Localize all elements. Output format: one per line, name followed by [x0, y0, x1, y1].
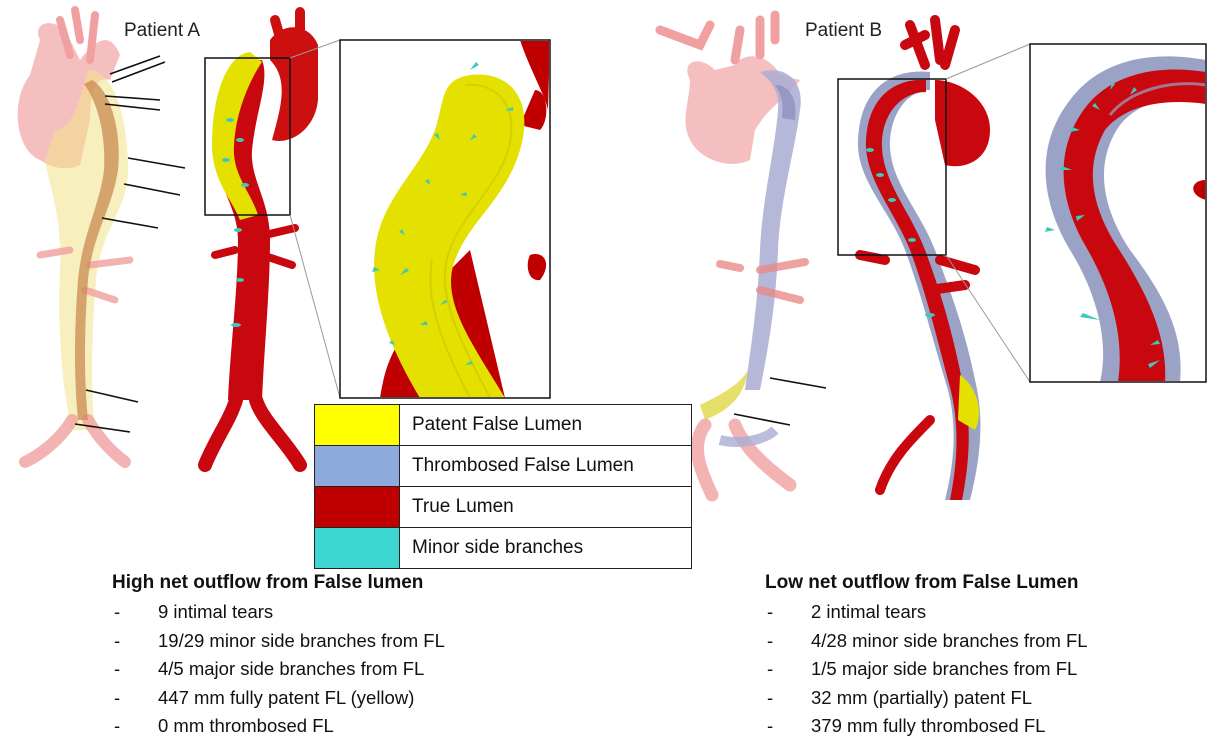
summary-item-text: 379 mm fully thrombosed FL	[811, 712, 1045, 741]
patient-a-summary: High net outflow from False lumen -9 int…	[112, 572, 445, 741]
bullet-dash: -	[112, 712, 158, 741]
patient-b-summary-title: Low net outflow from False Lumen	[765, 572, 1088, 594]
patient-a-translucent-aorta	[18, 10, 130, 462]
legend-label: True Lumen	[400, 487, 514, 527]
summary-item: -9 intimal tears	[112, 598, 445, 627]
legend-swatch	[315, 405, 400, 445]
legend-label: Patent False Lumen	[400, 405, 582, 445]
summary-item: -2 intimal tears	[765, 598, 1088, 627]
summary-item: -0 mm thrombosed FL	[112, 712, 445, 741]
bullet-dash: -	[112, 627, 158, 656]
legend-swatch	[315, 528, 400, 568]
legend-row: True Lumen	[315, 487, 691, 528]
summary-item-text: 2 intimal tears	[811, 598, 926, 627]
legend: Patent False LumenThrombosed False Lumen…	[314, 404, 692, 569]
bullet-dash: -	[765, 655, 811, 684]
patient-b-zoom-inset	[1030, 44, 1206, 382]
summary-item: -4/5 major side branches from FL	[112, 655, 445, 684]
summary-item: -19/29 minor side branches from FL	[112, 627, 445, 656]
legend-row: Thrombosed False Lumen	[315, 446, 691, 487]
summary-item-text: 4/28 minor side branches from FL	[811, 627, 1088, 656]
summary-item: -447 mm fully patent FL (yellow)	[112, 684, 445, 713]
bullet-dash: -	[112, 598, 158, 627]
summary-item: -32 mm (partially) patent FL	[765, 684, 1088, 713]
bullet-dash: -	[112, 684, 158, 713]
bullet-dash: -	[765, 684, 811, 713]
bullet-dash: -	[765, 627, 811, 656]
bullet-dash: -	[112, 655, 158, 684]
legend-swatch	[315, 487, 400, 527]
bullet-dash: -	[765, 598, 811, 627]
summary-item-text: 447 mm fully patent FL (yellow)	[158, 684, 414, 713]
summary-item-text: 4/5 major side branches from FL	[158, 655, 424, 684]
summary-item-text: 19/29 minor side branches from FL	[158, 627, 445, 656]
patient-b-summary-list: -2 intimal tears-4/28 minor side branche…	[765, 598, 1088, 741]
summary-item-text: 0 mm thrombosed FL	[158, 712, 334, 741]
summary-item: -1/5 major side branches from FL	[765, 655, 1088, 684]
legend-row: Minor side branches	[315, 528, 691, 568]
patient-a-summary-title: High net outflow from False lumen	[112, 572, 445, 594]
patient-b-summary: Low net outflow from False Lumen -2 inti…	[765, 572, 1088, 741]
patient-a-solid-model	[205, 12, 340, 465]
summary-item: -379 mm fully thrombosed FL	[765, 712, 1088, 741]
patient-a-zoom-inset	[340, 40, 550, 398]
legend-row: Patent False Lumen	[315, 405, 691, 446]
patient-b-solid-model	[838, 20, 1030, 500]
legend-label: Thrombosed False Lumen	[400, 446, 634, 486]
summary-item: -4/28 minor side branches from FL	[765, 627, 1088, 656]
legend-swatch	[315, 446, 400, 486]
summary-item-text: 1/5 major side branches from FL	[811, 655, 1077, 684]
summary-item-text: 32 mm (partially) patent FL	[811, 684, 1032, 713]
patient-a-summary-list: -9 intimal tears-19/29 minor side branch…	[112, 598, 445, 741]
summary-item-text: 9 intimal tears	[158, 598, 273, 627]
legend-label: Minor side branches	[400, 528, 583, 568]
bullet-dash: -	[765, 712, 811, 741]
